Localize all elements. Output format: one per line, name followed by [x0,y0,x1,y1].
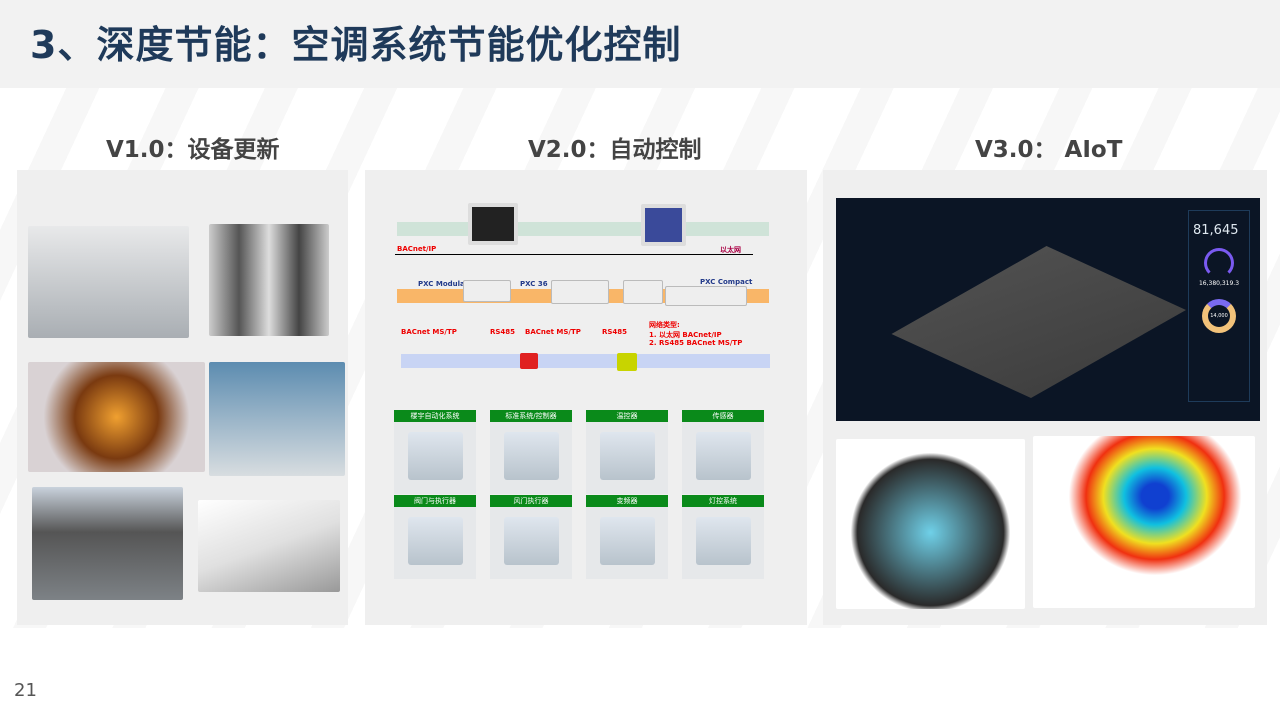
category-label: 灯控系统 [682,495,764,507]
monitor-icon [641,204,686,246]
heading-v1: V1.0：设备更新 [106,137,280,163]
chiller-image [28,226,189,338]
stat-value: 81,645 [1193,223,1239,238]
controller-device [623,280,663,304]
product-image [695,517,751,565]
category-label: 变频器 [586,495,668,507]
light-icon [617,353,637,371]
category-label: 传感器 [682,410,764,422]
controller-device [551,280,609,304]
fire-icon [520,353,538,369]
heat-pump-image [209,362,345,476]
net-type-2: 2. RS485 BACnet MS/TP [649,339,743,347]
product-image [407,517,463,565]
header-bar [0,0,1280,88]
building-3d-model [891,246,1186,398]
aiot-dashboard: 81,645 16,380,319.3 14,000 [836,198,1260,421]
label-mstp: BACnet MS/TP [401,328,457,336]
label-bacnet-ip: BACnet/IP [397,245,437,253]
field-band [401,354,770,368]
donut-chart: 14,000 [1202,299,1236,333]
net-type-1: 1. 以太网 BACnet/IP [649,331,722,339]
product-image [695,432,751,480]
led-tube-image [198,500,340,592]
product-image [599,517,655,565]
category-label: 楼宇自动化系统 [394,410,476,422]
category-label: 标准系统/控制器 [490,410,572,422]
category-card: 风门执行器 [490,495,572,579]
category-label: 温控器 [586,410,668,422]
heading-v2: V2.0：自动控制 [528,137,702,163]
stat-value: 16,380,319.3 [1198,280,1240,287]
category-label: 风门执行器 [490,495,572,507]
pumps-image [209,224,329,336]
smart-building-image [836,439,1025,609]
category-card: 灯控系统 [682,495,764,579]
category-card: 阀门与执行器 [394,495,476,579]
label-pxc-compact: PXC Compact [700,278,753,286]
boiler-image [28,362,205,472]
product-image [503,517,559,565]
v1-panel [17,170,348,625]
product-image [407,432,463,480]
page-number: 21 [14,680,37,701]
stats-sidebar: 81,645 16,380,319.3 14,000 [1188,210,1250,402]
v2-panel: BACnet/IP 以太网 PXC Modular PXC 36 PXC Com… [365,170,807,625]
category-label: 阀门与执行器 [394,495,476,507]
monitor-icon [468,203,518,245]
cooling-tower-image [32,487,183,600]
label-ethernet: 以太网 [720,246,741,254]
product-image [599,432,655,480]
label-rs485: RS485 [490,328,516,336]
category-card: 楼宇自动化系统 [394,410,476,494]
controller-device [463,280,511,302]
3d-surface-plot-image [1033,436,1255,608]
label-rs485: RS485 [602,328,628,336]
product-image [503,432,559,480]
category-card: 标准系统/控制器 [490,410,572,494]
label-mstp: BACnet MS/TP [525,328,581,336]
heading-v3: V3.0： AIoT [975,137,1123,163]
category-card: 变频器 [586,495,668,579]
bus-line [395,254,753,255]
category-card: 传感器 [682,410,764,494]
net-types-title: 网络类型: [649,321,680,329]
gauge [1204,248,1234,278]
controller-device [665,286,747,306]
ethernet-band [397,222,769,236]
slide-title: 3、深度节能：空调系统节能优化控制 [30,23,682,67]
label-pxc-modular: PXC Modular [418,280,469,288]
category-card: 温控器 [586,410,668,494]
label-pxc36: PXC 36 [520,280,548,288]
